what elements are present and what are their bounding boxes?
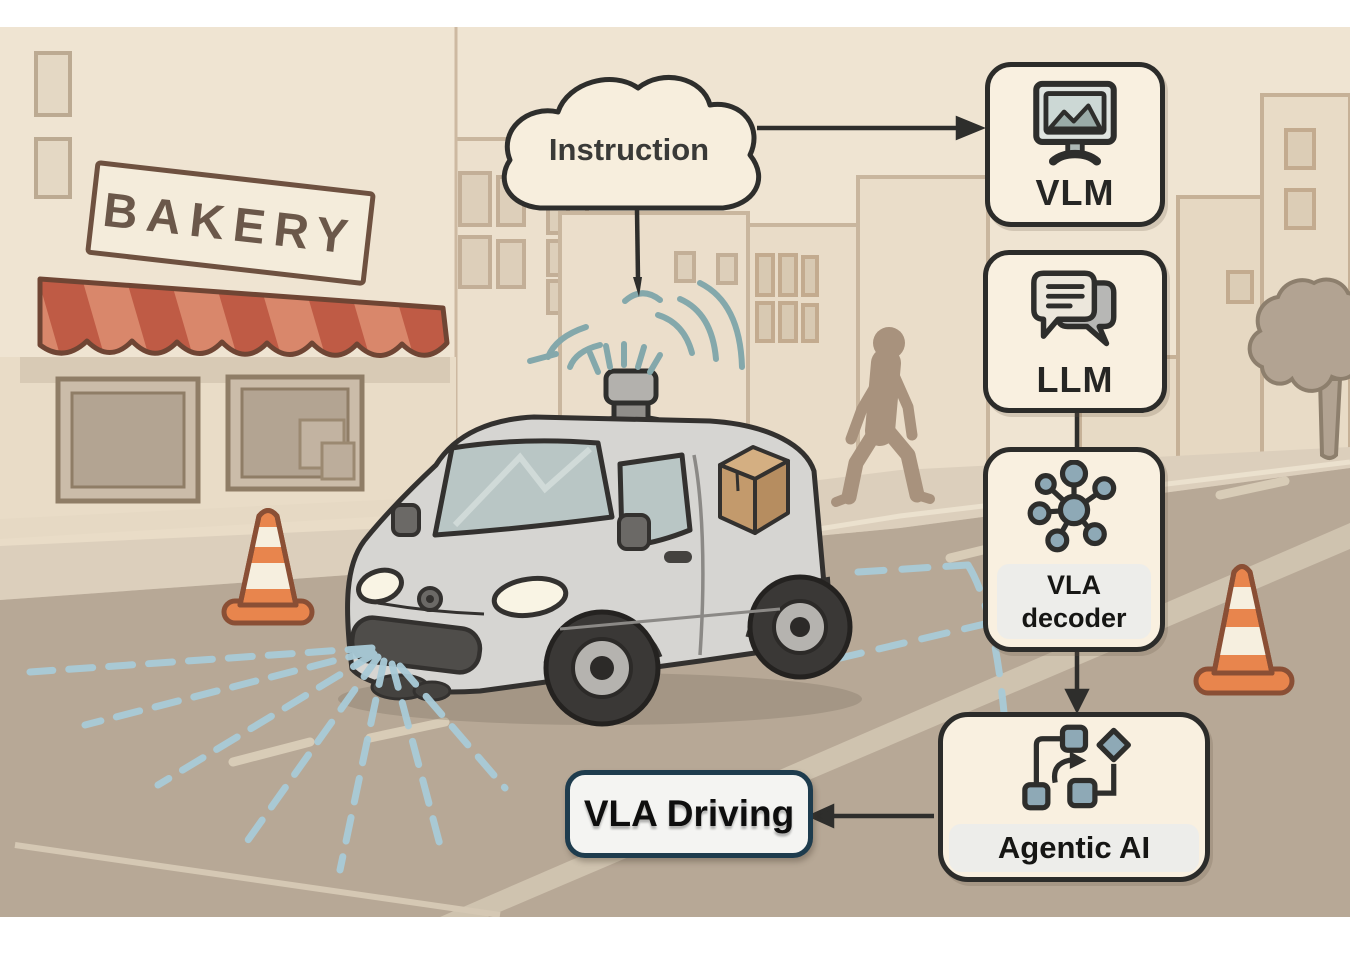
storefront-ledge — [0, 497, 440, 539]
sensor-beams — [26, 644, 509, 874]
monitor-image-icon — [1033, 80, 1117, 166]
vla-decoder-label: VLA decoder — [997, 564, 1151, 639]
agentic-ai-label: Agentic AI — [949, 824, 1199, 872]
van-rear-wheel — [747, 574, 853, 680]
storefront-windows — [55, 374, 365, 504]
traffic-cone-left — [221, 508, 315, 626]
chat-bubbles-icon — [1031, 270, 1117, 346]
side-mirror-right — [617, 513, 651, 551]
package-icon — [718, 445, 790, 535]
bakery-awning — [37, 276, 450, 358]
headlight-right — [491, 575, 569, 619]
pedestrian — [831, 327, 935, 507]
llm-label: LLM — [1036, 358, 1114, 400]
vlm-box: VLM — [985, 62, 1165, 227]
vla-driving-label: VLA Driving — [583, 793, 795, 834]
vla-decoder-box: VLA decoder — [983, 447, 1165, 652]
signal-waves — [527, 280, 745, 375]
agentic-ai-box: Agentic AI — [938, 712, 1210, 882]
headlight-left — [356, 567, 404, 605]
vla-decoder-label-line1: VLA — [1047, 570, 1101, 601]
flow-connectors — [757, 115, 1090, 829]
van-front-wheel — [543, 609, 661, 727]
vlm-label: VLM — [1035, 171, 1115, 213]
cloud-to-van-line — [634, 209, 641, 280]
door-handle — [664, 551, 692, 563]
side-mirror-left — [391, 503, 421, 537]
bakery-sign: BAKERY — [85, 160, 376, 286]
van-windshield — [432, 438, 615, 538]
lane-path-dashes — [832, 561, 1012, 771]
instruction-cloud: Instruction — [501, 74, 762, 297]
street-tree — [1247, 277, 1350, 460]
vla-driving-box: VLA Driving — [565, 770, 813, 858]
delivery-van — [345, 368, 853, 727]
workflow-arrow-icon — [1022, 725, 1131, 811]
network-graph-icon — [1027, 460, 1117, 553]
llm-box: LLM — [983, 250, 1167, 413]
instruction-cloud-text: Instruction — [549, 132, 709, 167]
vla-decoder-label-line2: decoder — [1021, 602, 1127, 633]
